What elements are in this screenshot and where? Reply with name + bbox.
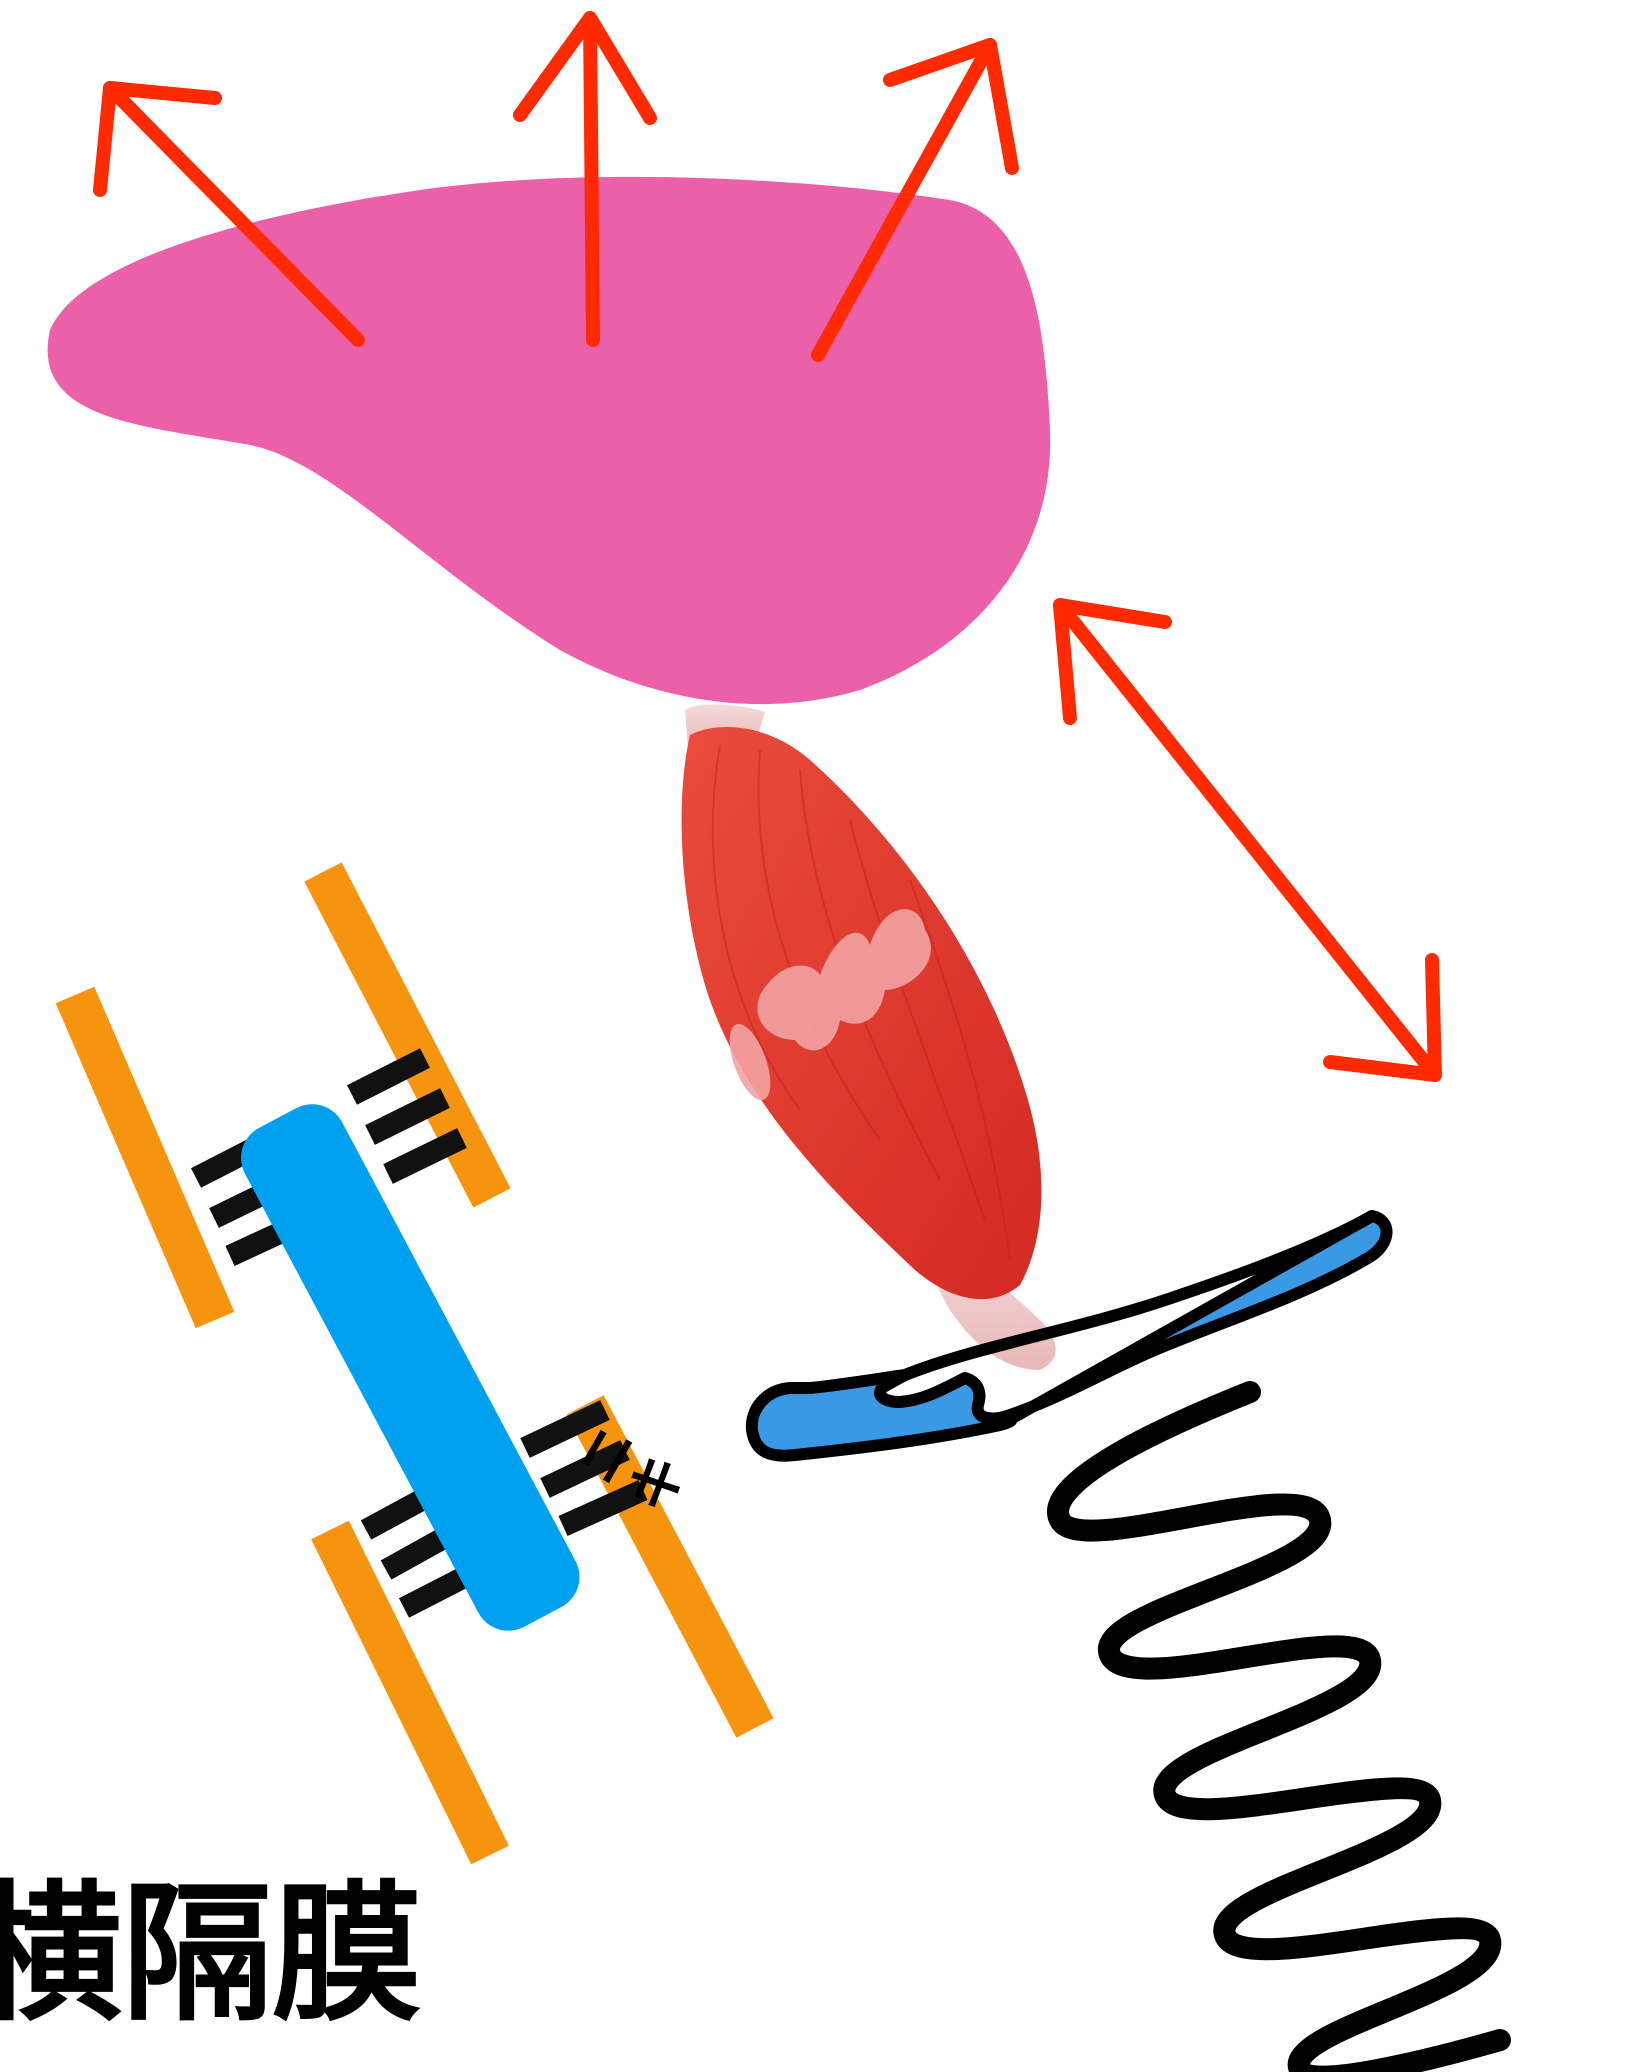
sarcomere-h-structure [75, 872, 755, 1855]
organ-blob [48, 177, 1051, 704]
muscle-belly [682, 704, 1056, 1370]
caption-title: 横隔膜 [0, 1880, 422, 2030]
coil-spring [1058, 1392, 1500, 2072]
plate-upper-left [75, 995, 215, 1320]
stretch-arrow-icon [1060, 605, 1435, 1075]
